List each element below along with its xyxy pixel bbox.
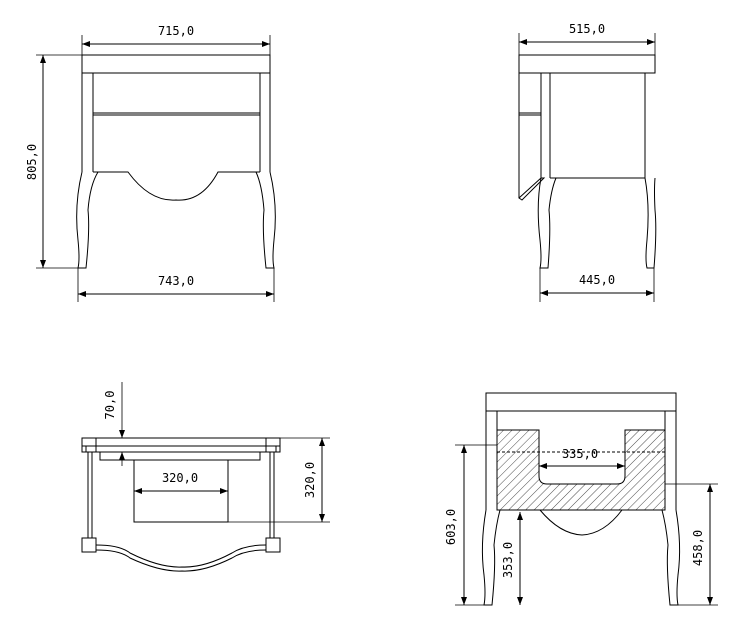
plan-drawer-width-label: 320,0 [162, 471, 198, 485]
front-bottom-width-label: 743,0 [158, 274, 194, 288]
plan-drawer-depth-label: 320,0 [303, 462, 317, 498]
section-right-height-label: 458,0 [691, 530, 705, 566]
side-bottom-width-label: 445,0 [579, 273, 615, 287]
side-view: 515,0 445,0 [518, 22, 657, 302]
section-leg-height-label: 353,0 [501, 542, 515, 578]
section-view: 335,0 603,0 353,0 458,0 [444, 392, 718, 606]
plan-top-gap-label: 70,0 [103, 391, 117, 420]
front-height-label: 805,0 [25, 144, 39, 180]
side-top-width-label: 515,0 [569, 22, 605, 36]
front-view: 715,0 805,0 743,0 [25, 24, 276, 302]
section-total-height-label: 603,0 [444, 509, 458, 545]
plan-view: 70,0 320,0 320,0 [81, 382, 330, 572]
section-opening-width-label: 335,0 [562, 447, 598, 461]
front-top-width-label: 715,0 [158, 24, 194, 38]
